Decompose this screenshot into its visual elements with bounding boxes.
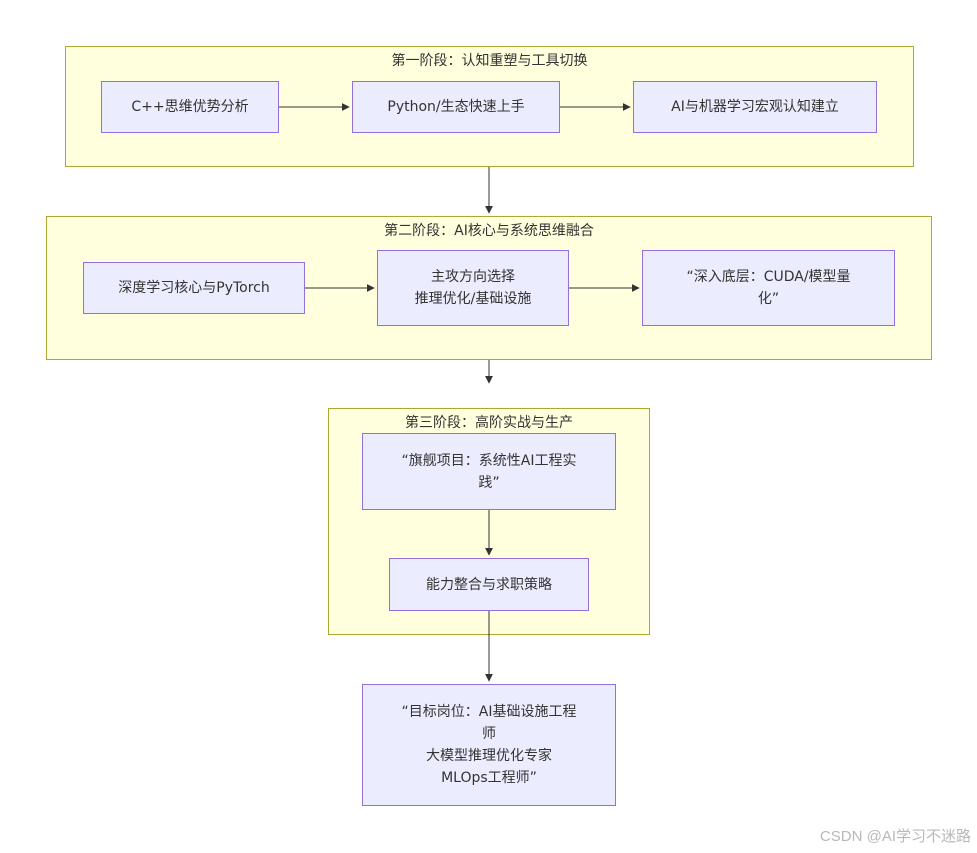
node-career-strategy-label: 能力整合与求职策略: [426, 576, 552, 593]
node-target-roles-label: “目标岗位：AI基础设施工程 师 大模型推理优化专家 MLOps工程师”: [401, 704, 577, 786]
node-cpp-mindset-label: C++思维优势分析: [131, 99, 249, 115]
watermark: CSDN @AI学习不迷路: [819, 828, 971, 845]
node-python-ecosystem-label: Python/生态快速上手: [387, 99, 525, 115]
node-dl-pytorch: 深度学习核心与PyTorch: [83, 262, 305, 314]
node-dl-pytorch-label: 深度学习核心与PyTorch: [118, 280, 270, 296]
node-direction-choice: 主攻方向选择 推理优化/基础设施: [377, 250, 569, 326]
node-ai-ml-overview-label: AI与机器学习宏观认知建立: [671, 99, 839, 115]
node-cpp-mindset: C++思维优势分析: [101, 81, 279, 133]
node-target-roles: “目标岗位：AI基础设施工程 师 大模型推理优化专家 MLOps工程师”: [362, 684, 616, 806]
stage2-title: 第二阶段：AI核心与系统思维融合: [384, 223, 594, 239]
stage3-title: 第三阶段：高阶实战与生产: [405, 415, 573, 431]
node-deep-dive: “深入底层：CUDA/模型量 化”: [642, 250, 895, 326]
node-ai-ml-overview: AI与机器学习宏观认知建立: [633, 81, 877, 133]
node-deep-dive-label: “深入底层：CUDA/模型量 化”: [686, 269, 851, 307]
node-flagship-project-label: “旗舰项目：系统性AI工程实 践”: [401, 452, 577, 491]
stage1-title: 第一阶段：认知重塑与工具切换: [391, 53, 588, 69]
node-career-strategy: 能力整合与求职策略: [389, 558, 589, 611]
node-direction-choice-label: 主攻方向选择 推理优化/基础设施: [414, 269, 532, 307]
node-python-ecosystem: Python/生态快速上手: [352, 81, 560, 133]
node-flagship-project: “旗舰项目：系统性AI工程实 践”: [362, 433, 616, 510]
